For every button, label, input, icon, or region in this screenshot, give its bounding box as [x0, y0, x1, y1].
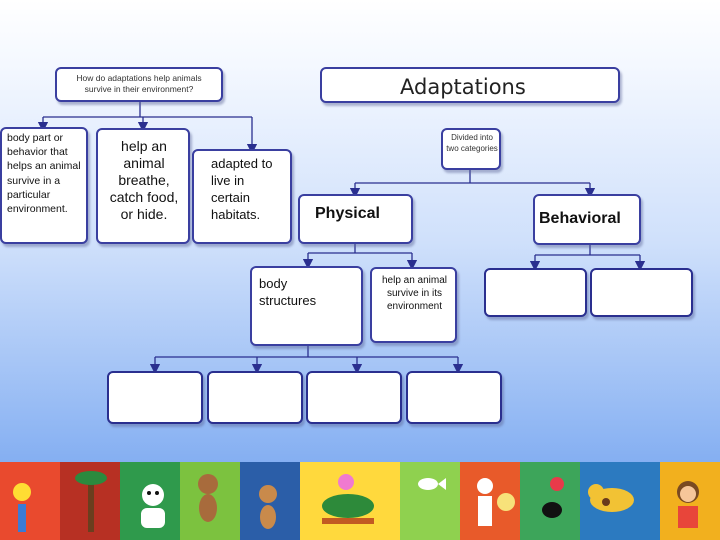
bird-icon — [542, 477, 564, 518]
structure-example-box-1 — [107, 371, 203, 424]
sun-icon — [13, 483, 31, 532]
behavior-definition-box: help an animal survive in its environmen… — [370, 267, 457, 343]
habitats-text: adapted to live in certain habitats. — [211, 156, 273, 222]
divided-box: Divided into two categories — [441, 128, 501, 170]
question-box: How do adaptations help animals survive … — [55, 67, 223, 102]
divided-text: Divided into two categories — [446, 133, 498, 153]
body-structures-box: body structures — [250, 266, 363, 346]
physical-text: Physical — [315, 205, 380, 222]
behavioral-box: Behavioral — [533, 194, 641, 245]
palm-tree-icon — [75, 471, 107, 532]
physical-box: Physical — [298, 194, 413, 244]
definition-box: body part or behavior that helps an anim… — [0, 127, 88, 244]
question-text: How do adaptations help animals survive … — [76, 73, 202, 94]
title-text: Adaptations — [400, 75, 526, 99]
purpose-box: help an animal breathe, catch food, or h… — [96, 128, 190, 244]
fish-icon — [418, 478, 446, 490]
structure-example-box-3 — [306, 371, 402, 424]
turtle-icon — [322, 474, 374, 524]
cat-icon — [141, 484, 165, 528]
chef-icon — [477, 478, 515, 526]
title-box: Adaptations — [320, 67, 620, 103]
behavioral-example-box-2 — [590, 268, 693, 317]
structure-example-box-2 — [207, 371, 303, 424]
structure-example-box-4 — [406, 371, 502, 424]
habitats-box: adapted to live in certain habitats. — [192, 149, 292, 244]
behavioral-example-box-1 — [484, 268, 587, 317]
child-icon — [677, 481, 699, 528]
purpose-text: help an animal breathe, catch food, or h… — [109, 138, 179, 222]
definition-text: body part or behavior that helps an anim… — [7, 132, 81, 216]
behavior-definition-text: help an animal survive in its environmen… — [381, 275, 448, 312]
monkey-icon — [198, 474, 277, 529]
behavioral-text: Behavioral — [539, 210, 621, 227]
cow-icon — [588, 484, 634, 512]
body-structures-text: body structures — [259, 276, 317, 308]
animal-illustration-banner — [0, 462, 720, 540]
